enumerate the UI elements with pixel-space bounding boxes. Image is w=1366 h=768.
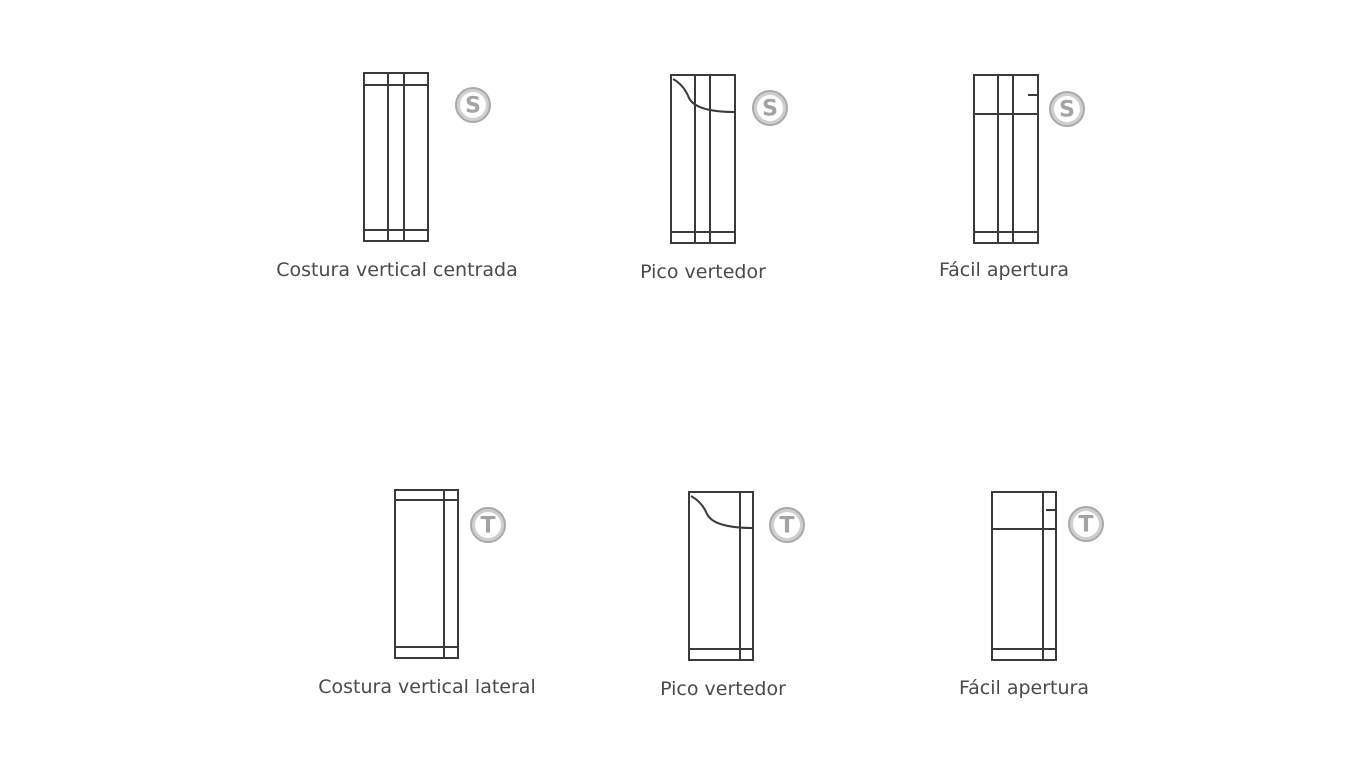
bag-outline (688, 491, 754, 661)
bag-outline (973, 74, 1039, 244)
bag-easy-open-center (973, 74, 1039, 244)
bag-outline (394, 489, 459, 659)
bag-pour-spout-side (688, 491, 754, 661)
badge-letter: S (762, 97, 778, 122)
badge-letter: S (1059, 98, 1075, 123)
t-badge-icon: T (470, 507, 506, 543)
bag-side-seam (394, 489, 459, 659)
bag-easy-open-side (991, 491, 1057, 661)
caption-pour-spout: Pico vertedor (640, 261, 766, 283)
pour-spout-curve (672, 78, 736, 113)
caption-side-seam: Costura vertical lateral (318, 676, 535, 698)
t-badge-icon: T (1068, 506, 1104, 542)
t-badge-icon: T (769, 507, 805, 543)
caption-pour-spout-side: Pico vertedor (660, 678, 786, 700)
pour-spout-curve (690, 495, 754, 529)
caption-easy-open: Fácil apertura (939, 259, 1069, 281)
bag-outline (670, 74, 736, 244)
s-badge-icon: S (1049, 91, 1085, 127)
s-badge-icon: S (752, 90, 788, 126)
badge-letter: T (779, 514, 794, 539)
badge-letter: T (1078, 513, 1093, 538)
bag-outline (991, 491, 1057, 661)
caption-easy-open-side: Fácil apertura (959, 677, 1089, 699)
badge-letter: S (465, 94, 481, 119)
s-badge-icon: S (455, 87, 491, 123)
bag-center-seam (363, 72, 429, 242)
bag-outline (363, 72, 429, 242)
badge-letter: T (480, 514, 495, 539)
caption-center-seam: Costura vertical centrada (276, 259, 517, 281)
bag-pour-spout-center (670, 74, 736, 244)
